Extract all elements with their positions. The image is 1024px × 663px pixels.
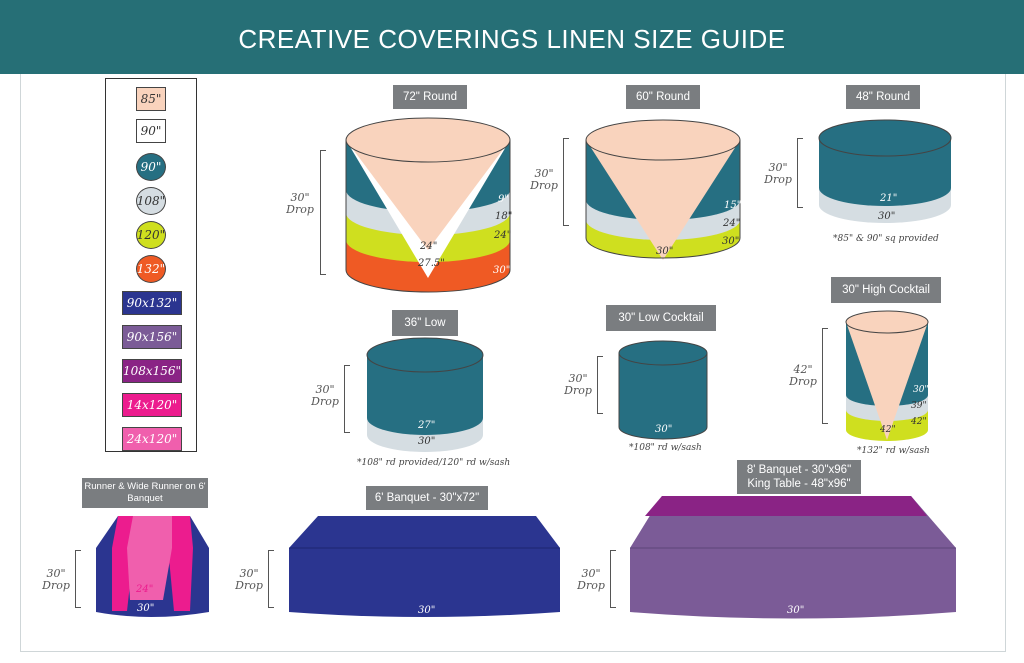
runner-val-24: 24" xyxy=(136,584,154,595)
runner-wide-right xyxy=(166,516,193,611)
legend-swatch-10: 24x120" xyxy=(122,427,182,451)
r72-peach-85sq xyxy=(346,140,510,250)
lowc30-body xyxy=(618,352,708,440)
hc-top xyxy=(845,310,929,334)
low36-val-30: 30" xyxy=(418,436,436,447)
r60-val-24: 24" xyxy=(723,218,741,229)
runner-banquet xyxy=(96,516,209,617)
r60-outline xyxy=(585,140,741,259)
table-30-low-cocktail xyxy=(618,340,708,440)
legend-swatch-5: 132" xyxy=(136,255,166,283)
label-8-banquet-line1: 8' Banquet - 30"x96" xyxy=(746,464,852,476)
banq6-drop-label: 30" Drop xyxy=(235,567,263,592)
banq8-body xyxy=(630,496,956,619)
low36-teal-90 xyxy=(367,355,483,435)
banq8-king-top xyxy=(645,496,927,516)
legend-swatch-7: 90x156" xyxy=(122,325,182,349)
r60-drop-label: 30" Drop xyxy=(530,167,558,192)
label-30-low-cocktail: 30" Low Cocktail xyxy=(606,305,716,331)
r72-val-24-right: 24" xyxy=(494,230,512,241)
r72-drop-label: 30" Drop xyxy=(286,191,314,216)
table-36-low xyxy=(366,337,484,452)
hc-val-30: 30" xyxy=(913,385,929,395)
lowc30-top xyxy=(618,340,708,366)
banq6-body xyxy=(289,516,560,617)
hc-peach xyxy=(846,322,928,440)
r48-teal-90 xyxy=(819,138,951,206)
low36-top xyxy=(366,337,484,373)
label-36-low: 36" Low xyxy=(392,310,458,336)
low36-note: *108" rd provided/120" rd w/sash xyxy=(357,458,511,468)
lowc30-note: *108" rd w/sash xyxy=(629,443,702,453)
label-8-banquet-line2: King Table - 48"x96" xyxy=(747,478,851,490)
banq6-drop-bracket xyxy=(268,550,274,608)
r72-val-24: 24" xyxy=(420,241,438,252)
r48-val-30: 30" xyxy=(878,211,896,222)
r72-val-30: 30" xyxy=(493,265,511,276)
r72-val-18: 18" xyxy=(495,211,513,222)
label-8-banquet: 8' Banquet - 30"x96" King Table - 48"x96… xyxy=(737,460,861,494)
label-48-round: 48" Round xyxy=(846,85,920,109)
r72-outline xyxy=(345,140,511,293)
banq8-drop-bracket xyxy=(610,550,616,608)
hc-note: *132" rd w/sash xyxy=(857,446,930,456)
legend-swatch-4: 120" xyxy=(136,221,166,249)
lowc30-drop-label: 30" Drop xyxy=(564,372,592,397)
r48-drop-bracket xyxy=(797,138,803,208)
legend-swatch-2: 90" xyxy=(136,153,166,181)
legend-swatch-6: 90x132" xyxy=(122,291,182,315)
r60-val-30-right: 30" xyxy=(722,236,740,247)
runner-val-30: 30" xyxy=(137,603,155,614)
r72-val-27-5: 27.5" xyxy=(418,258,445,269)
table-72-round xyxy=(345,117,511,293)
r60-val-30-center: 30" xyxy=(656,246,674,257)
r72-val-9: 9" xyxy=(498,194,509,205)
low36-drop-bracket xyxy=(344,365,350,433)
r60-peach-85sq xyxy=(586,140,740,260)
legend-swatch-8: 108x156" xyxy=(122,359,182,383)
low36-drop-label: 30" Drop xyxy=(311,383,339,408)
r60-top xyxy=(585,119,741,161)
hc-val-39: 39" xyxy=(911,401,927,411)
legend-swatch-1: 90" xyxy=(136,119,166,143)
runner-drop-label: 30" Drop xyxy=(42,567,70,592)
r48-val-21: 21" xyxy=(880,193,898,204)
r48-drop-label: 30" Drop xyxy=(764,161,792,186)
label-6-banquet: 6' Banquet - 30"x72" xyxy=(366,486,488,510)
label-72-round: 72" Round xyxy=(393,85,467,109)
r60-val-15: 15" xyxy=(724,200,742,211)
hc-drop-bracket xyxy=(822,328,828,424)
table-48-round xyxy=(818,119,952,223)
table-60-round xyxy=(585,119,741,260)
page-title: CREATIVE COVERINGS LINEN SIZE GUIDE xyxy=(238,24,786,54)
banq6-val-30: 30" xyxy=(418,605,436,616)
header-bar: CREATIVE COVERINGS LINEN SIZE GUIDE xyxy=(0,0,1024,74)
label-60-round: 60" Round xyxy=(626,85,700,109)
hc-val-42-right: 42" xyxy=(911,417,927,427)
label-runner: Runner & Wide Runner on 6' Banquet xyxy=(82,478,208,508)
r72-drop-bracket xyxy=(320,150,326,275)
banq8-val-30: 30" xyxy=(787,605,805,616)
runner-narrow xyxy=(127,516,172,600)
label-30-high-cocktail: 30" High Cocktail xyxy=(831,277,941,303)
r48-note: *85" & 90" sq provided xyxy=(833,234,939,244)
legend-swatch-0: 85" xyxy=(136,87,166,111)
table-30-high-cocktail xyxy=(845,310,929,441)
r72-top xyxy=(345,117,511,163)
legend-swatch-3: 108" xyxy=(136,187,166,215)
r60-drop-bracket xyxy=(563,138,569,226)
banquet-6 xyxy=(289,516,560,617)
hc-drop-label: 42" Drop xyxy=(789,363,817,388)
legend-swatch-9: 14x120" xyxy=(122,393,182,417)
banquet-8-king xyxy=(630,496,956,619)
hc-val-42-center: 42" xyxy=(880,425,896,435)
banq8-drop-label: 30" Drop xyxy=(577,567,605,592)
lowc30-val-30: 30" xyxy=(655,424,673,435)
low36-val-27: 27" xyxy=(418,420,436,431)
runner-drop-bracket xyxy=(75,550,81,608)
lowc30-drop-bracket xyxy=(597,356,603,414)
r48-top xyxy=(818,119,952,157)
color-legend: 85" 90" 90" 108" 120" 132" 90x132" 90x156" 108x1… xyxy=(105,78,197,452)
